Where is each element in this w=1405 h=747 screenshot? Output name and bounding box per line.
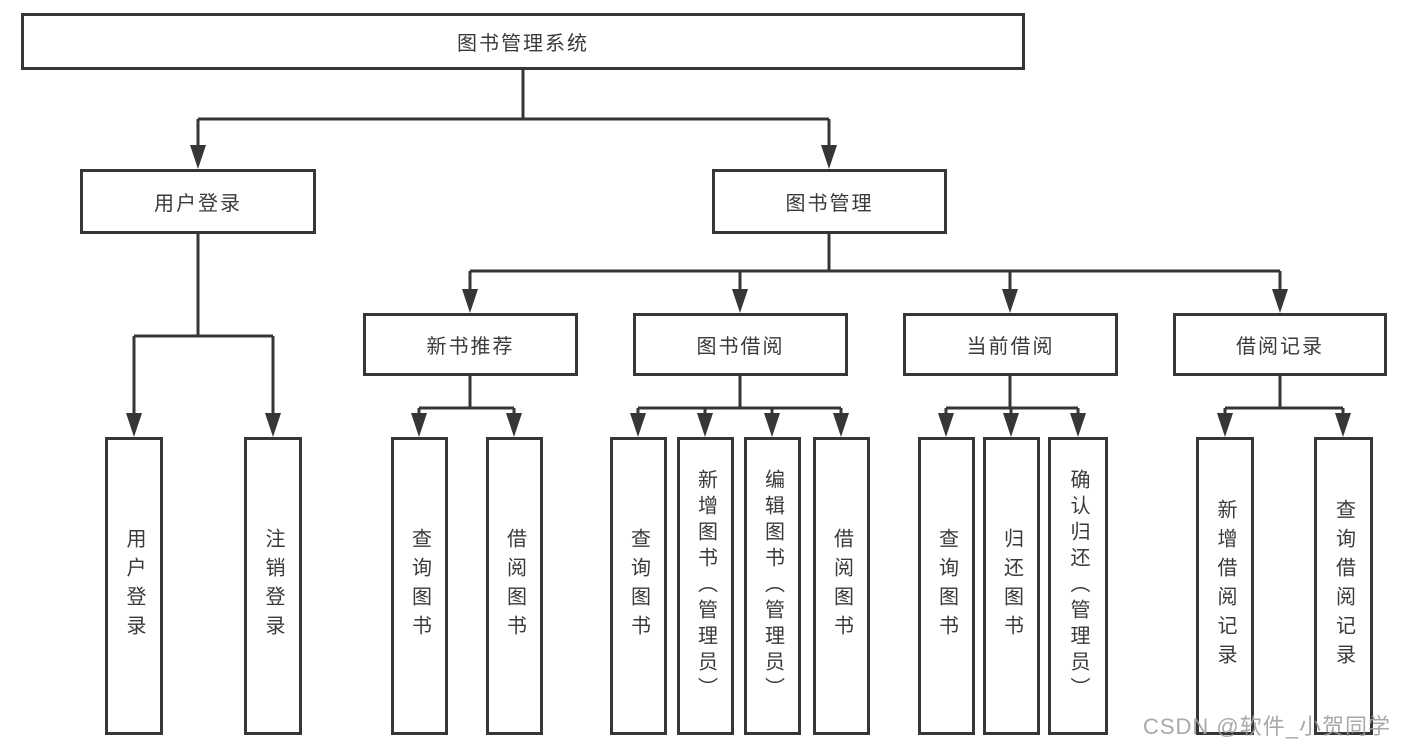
node-label: 当前借阅 [966, 336, 1055, 358]
node-current-borrow: 当前借阅 [903, 313, 1118, 376]
leaf-label: 注销登录 [262, 528, 284, 644]
leaf-records-add-record: 新增借阅记录 [1196, 437, 1254, 735]
leaf-label: 用户登录 [123, 528, 145, 644]
leaf-records-query-record: 查询借阅记录 [1314, 437, 1373, 735]
node-user-login: 用户登录 [80, 169, 316, 234]
node-label: 图书借阅 [696, 336, 785, 358]
leaf-current-query-books: 查询图书 [918, 437, 975, 735]
node-book-borrow: 图书借阅 [633, 313, 848, 376]
leaf-newbook-query-books: 查询图书 [391, 437, 448, 735]
csdn-watermark: CSDN @软件_小贺同学 [1142, 714, 1391, 739]
leaf-label: 归还图书 [1000, 528, 1023, 644]
node-book-management: 图书管理 [712, 169, 947, 234]
leaf-label: 借阅图书 [503, 528, 526, 644]
node-label: 新书推荐 [426, 336, 515, 358]
node-borrow-records: 借阅记录 [1173, 313, 1387, 376]
leaf-label: 借阅图书 [830, 528, 853, 644]
leaf-label: 新增图书（管理员） [694, 469, 717, 703]
leaf-current-confirm-return-admin: 确认归还（管理员） [1048, 437, 1108, 735]
leaf-current-return-books: 归还图书 [983, 437, 1040, 735]
leaf-logout: 注销登录 [244, 437, 302, 735]
arrowheads [126, 145, 1351, 437]
leaf-label: 查询借阅记录 [1332, 499, 1355, 673]
leaf-borrow-query-books: 查询图书 [610, 437, 667, 735]
leaf-label: 确认归还（管理员） [1067, 469, 1089, 703]
leaf-label: 查询图书 [627, 528, 650, 644]
leaf-label: 新增借阅记录 [1214, 499, 1236, 673]
leaf-label: 编辑图书（管理员） [761, 469, 784, 703]
leaf-newbook-borrow-books: 借阅图书 [486, 437, 543, 735]
node-label: 图书管理系统 [457, 33, 589, 55]
node-new-book-recommend: 新书推荐 [363, 313, 578, 376]
leaf-borrow-add-books-admin: 新增图书（管理员） [677, 437, 734, 735]
leaf-borrow-borrow-books: 借阅图书 [813, 437, 870, 735]
node-root: 图书管理系统 [21, 13, 1025, 70]
leaf-user-login: 用户登录 [105, 437, 163, 735]
node-label: 借阅记录 [1236, 336, 1324, 358]
leaf-label: 查询图书 [408, 528, 431, 644]
node-label: 图书管理 [785, 193, 874, 215]
node-label: 用户登录 [154, 193, 242, 215]
leaf-label: 查询图书 [935, 528, 958, 644]
leaf-borrow-edit-books-admin: 编辑图书（管理员） [744, 437, 801, 735]
